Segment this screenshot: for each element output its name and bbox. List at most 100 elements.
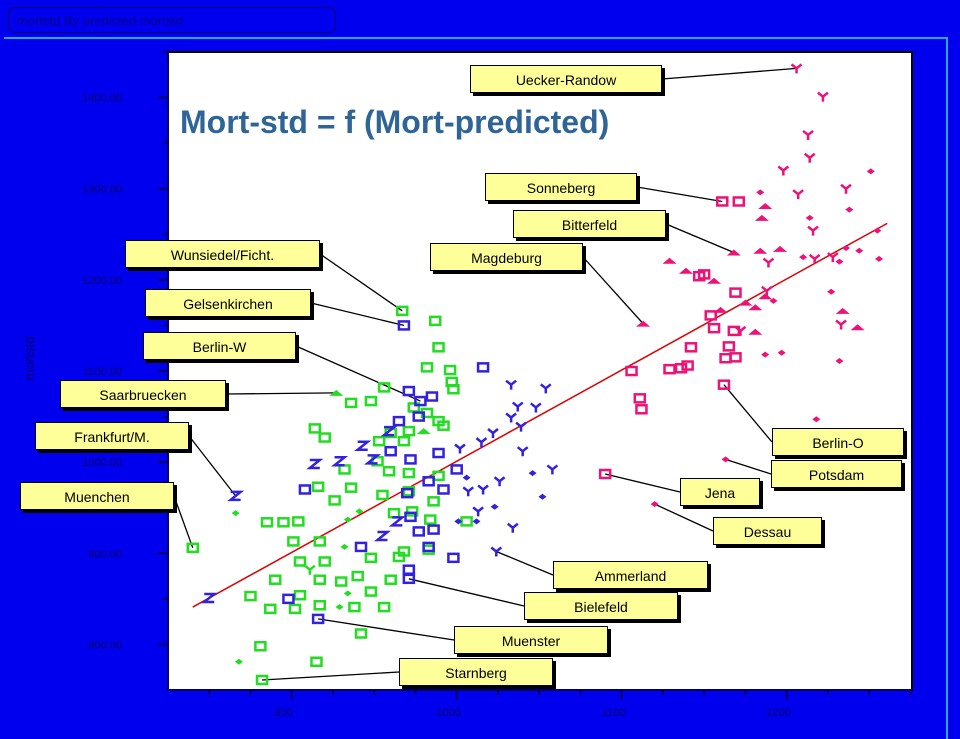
data-point-blue <box>425 391 439 402</box>
data-point-green <box>254 641 267 652</box>
data-point-magenta <box>650 501 659 508</box>
data-point-green <box>244 590 257 602</box>
annotation-label: Wunsiedel/Ficht. <box>125 240 320 268</box>
annotation-leader-line <box>408 578 525 607</box>
data-point-blue <box>546 464 559 475</box>
data-point-green <box>186 542 199 554</box>
data-point-green <box>432 342 445 353</box>
data-point-magenta <box>845 206 854 213</box>
annotation-label: Muenchen <box>20 482 174 510</box>
data-point-magenta <box>707 322 721 334</box>
annotation-label: Magdeburg <box>430 243 583 271</box>
data-point-magenta <box>769 297 778 304</box>
data-point-green <box>277 517 290 528</box>
data-point-green <box>377 601 391 613</box>
chart-title: Mort-std = f (Mort-predicted) <box>180 104 610 140</box>
data-point-magenta <box>684 342 698 353</box>
data-point-magenta <box>719 352 732 364</box>
data-point-blue <box>490 503 499 510</box>
data-point-green <box>313 574 327 585</box>
annotation-leader-line <box>319 253 403 312</box>
data-point-magenta <box>721 456 730 463</box>
data-point-blue <box>414 395 427 407</box>
y-tick-label: 800.00 <box>88 639 122 651</box>
annotation-label: Muenster <box>454 626 608 654</box>
data-point-magenta <box>713 306 728 313</box>
data-point-green <box>310 656 323 667</box>
data-point-magenta <box>753 247 768 254</box>
annotation-label: Gelsenkirchen <box>145 289 311 317</box>
data-point-blue <box>511 401 524 412</box>
annotation-leader-line <box>723 384 773 443</box>
data-point-blue <box>477 484 489 495</box>
data-point-green <box>318 432 331 443</box>
data-point-green <box>335 604 344 611</box>
data-point-green <box>311 481 325 493</box>
data-point-green <box>264 603 277 615</box>
data-point-green <box>372 435 386 447</box>
data-point-magenta <box>840 183 852 194</box>
data-point-blue <box>539 383 552 394</box>
data-point-green <box>344 482 358 493</box>
data-point-blue <box>490 546 503 557</box>
data-point-blue <box>384 445 397 457</box>
data-point-magenta <box>758 203 773 210</box>
data-point-magenta <box>762 257 775 268</box>
data-point-blue <box>363 454 382 465</box>
annotation-leader-line <box>261 671 400 681</box>
data-point-magenta <box>835 307 850 314</box>
data-point-blue <box>331 455 349 467</box>
annotation-label: Berlin-O <box>772 428 904 456</box>
data-point-green <box>313 599 327 611</box>
annotation-label: Uecker-Randow <box>470 65 662 93</box>
data-point-green <box>377 382 391 393</box>
data-point-green <box>328 495 341 506</box>
data-point-blue <box>282 593 295 605</box>
chart-frame <box>4 37 948 739</box>
data-point-green <box>443 364 457 376</box>
data-point-blue <box>528 470 537 477</box>
annotation-leader-line <box>661 67 797 80</box>
data-point-blue <box>437 484 450 495</box>
data-point-magenta <box>734 325 747 336</box>
data-point-green <box>344 397 358 409</box>
data-point-magenta <box>722 341 736 352</box>
data-point-magenta <box>802 129 814 140</box>
data-point-magenta <box>717 379 731 390</box>
data-point-magenta <box>636 320 651 327</box>
plot-area <box>167 51 913 691</box>
data-point-blue <box>404 454 417 465</box>
data-point-magenta <box>835 357 844 364</box>
data-point-magenta <box>835 258 844 265</box>
data-point-blue <box>422 476 435 487</box>
annotation-leader-line <box>665 223 735 254</box>
data-point-blue <box>515 421 527 432</box>
data-point-green <box>402 425 416 437</box>
data-point-blue <box>388 516 406 527</box>
data-point-green <box>231 510 240 517</box>
data-point-blue <box>472 506 484 517</box>
data-point-blue <box>373 530 392 542</box>
data-point-green <box>293 556 307 567</box>
annotation-leader-line <box>582 256 644 325</box>
data-point-blue <box>397 320 411 331</box>
data-point-green <box>334 576 348 587</box>
annotation-leader-line <box>654 503 714 532</box>
data-point-magenta <box>756 189 765 196</box>
data-point-blue <box>454 518 463 525</box>
data-point-green <box>364 586 378 597</box>
data-point-green <box>292 516 305 527</box>
data-point-magenta <box>808 253 821 264</box>
data-point-magenta <box>761 285 773 296</box>
data-point-green <box>364 395 378 407</box>
data-point-blue <box>538 493 547 500</box>
data-point-magenta <box>678 267 693 274</box>
data-point-blue <box>493 476 506 487</box>
data-point-green <box>420 362 434 373</box>
data-point-green <box>354 628 368 639</box>
data-point-green <box>304 564 316 575</box>
data-point-blue <box>412 411 425 422</box>
data-point-magenta <box>842 244 851 251</box>
data-point-blue <box>462 474 471 481</box>
annotation-leader-line <box>173 495 194 549</box>
